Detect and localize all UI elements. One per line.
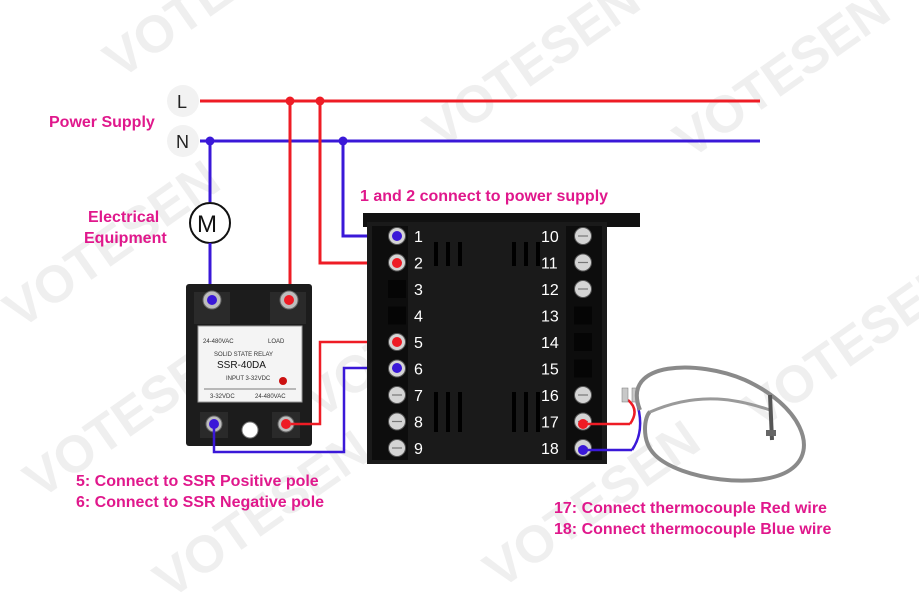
terminal-9-label: 9 xyxy=(414,441,423,458)
terminal-7-label: 7 xyxy=(414,388,423,405)
vent-slot xyxy=(458,392,462,432)
terminal-13-label: 13 xyxy=(541,309,559,326)
watermark-text: VOTESEN xyxy=(94,0,331,90)
probe-nut xyxy=(766,430,776,436)
watermark-text: VOTESEN xyxy=(734,250,919,440)
terminal-6-dot xyxy=(392,363,402,373)
terminal-4-empty-slot xyxy=(388,306,406,325)
thermocouple-cable xyxy=(635,365,806,483)
thermocouple-blue-note: 18: Connect thermocouple Blue wire xyxy=(554,521,831,538)
terminal-13-empty-slot xyxy=(574,306,592,325)
terminal-6-label: 6 xyxy=(414,362,423,379)
ssr-negative-note: 6: Connect to SSR Negative pole xyxy=(76,494,324,511)
terminal-15-label: 15 xyxy=(541,362,559,379)
terminal-14-empty-slot xyxy=(574,333,592,351)
ssr-load-live-dot xyxy=(284,295,294,305)
vent-slot xyxy=(446,242,450,266)
power-connection-note: 1 and 2 connect to power supply xyxy=(360,188,608,205)
ssr-positive-note: 5: Connect to SSR Positive pole xyxy=(76,473,319,490)
thermocouple-red-note: 17: Connect thermocouple Red wire xyxy=(554,500,827,517)
watermark-text: VOTESEN xyxy=(414,0,651,160)
ssr-mount-hole xyxy=(241,421,259,439)
red-lead xyxy=(627,399,636,425)
vent-slot xyxy=(512,242,516,266)
equipment-label-line2: Equipment xyxy=(84,230,167,247)
ssr-model: SSR-40DA xyxy=(217,360,266,371)
terminal-1-dot xyxy=(392,231,402,241)
terminal-3-empty-slot xyxy=(388,280,406,298)
junction-dot xyxy=(205,136,215,146)
vent-slot xyxy=(458,242,462,266)
equipment-label-line1: Electrical xyxy=(88,209,159,226)
ssr-input-positive-dot xyxy=(281,419,291,429)
vent-slot xyxy=(434,392,438,432)
ssr-small-text: INPUT 3-32VDC xyxy=(226,376,271,382)
junction-dot xyxy=(338,136,348,146)
ssr-small-text: 24-480VAC xyxy=(255,394,286,400)
ssr-title: SOLID STATE RELAY xyxy=(214,352,273,358)
thermocouple-cable xyxy=(649,397,771,414)
spade-lug-red xyxy=(621,387,629,403)
terminal-1-label: 1 xyxy=(414,229,423,246)
terminal-8-label: 8 xyxy=(414,415,423,432)
live-badge xyxy=(167,85,199,117)
vent-slot xyxy=(434,242,438,266)
terminal-2-label: 2 xyxy=(414,256,423,273)
terminal-3-label: 3 xyxy=(414,282,423,299)
terminal-4-label: 4 xyxy=(414,309,423,326)
vent-slot xyxy=(536,242,540,266)
terminal-10-label: 10 xyxy=(541,229,559,246)
vent-slot xyxy=(512,392,516,432)
ssr-small-text: 3-32VDC xyxy=(210,394,235,400)
thermocouple xyxy=(583,365,806,483)
vent-slot xyxy=(446,392,450,432)
terminal-17-label: 17 xyxy=(541,415,559,432)
terminal-5-dot xyxy=(392,337,402,347)
junction-dot xyxy=(315,96,325,106)
vent-slot xyxy=(524,392,528,432)
terminal-2-dot xyxy=(392,258,402,268)
terminal-6-to-ssr-negative-wire xyxy=(212,366,397,454)
terminal-5-to-ssr-positive-wire xyxy=(291,340,397,426)
power-supply-label: Power Supply xyxy=(49,114,155,131)
neutral-badge xyxy=(167,125,199,157)
terminal-14-label: 14 xyxy=(541,335,559,352)
terminal-16-label: 16 xyxy=(541,388,559,405)
live-label: L xyxy=(177,92,187,112)
terminal-18-label: 18 xyxy=(541,441,559,458)
junction-dot xyxy=(285,96,295,106)
ssr-small-text: 24-480VAC xyxy=(203,339,234,345)
solid-state-relay: 24-480VAC LOAD SOLID STATE RELAY SSR-40D… xyxy=(186,284,312,446)
terminal-11-label: 11 xyxy=(541,256,558,273)
vent-slot xyxy=(524,242,528,266)
ssr-small-text: LOAD xyxy=(268,339,285,345)
terminal-5-label: 5 xyxy=(414,335,423,352)
motor-symbol: M xyxy=(197,211,217,238)
ssr-indicator-led xyxy=(279,377,287,385)
ssr-load-neutral-dot xyxy=(207,295,217,305)
terminal-15-empty-slot xyxy=(574,359,592,378)
neutral-label: N xyxy=(176,132,189,152)
watermark-text: VOTESEN xyxy=(664,0,901,170)
terminal-12-label: 12 xyxy=(541,282,559,299)
vent-slot xyxy=(536,392,540,432)
right-terminals: 10 11 12 13 14 15 16 17 18 xyxy=(541,227,592,458)
